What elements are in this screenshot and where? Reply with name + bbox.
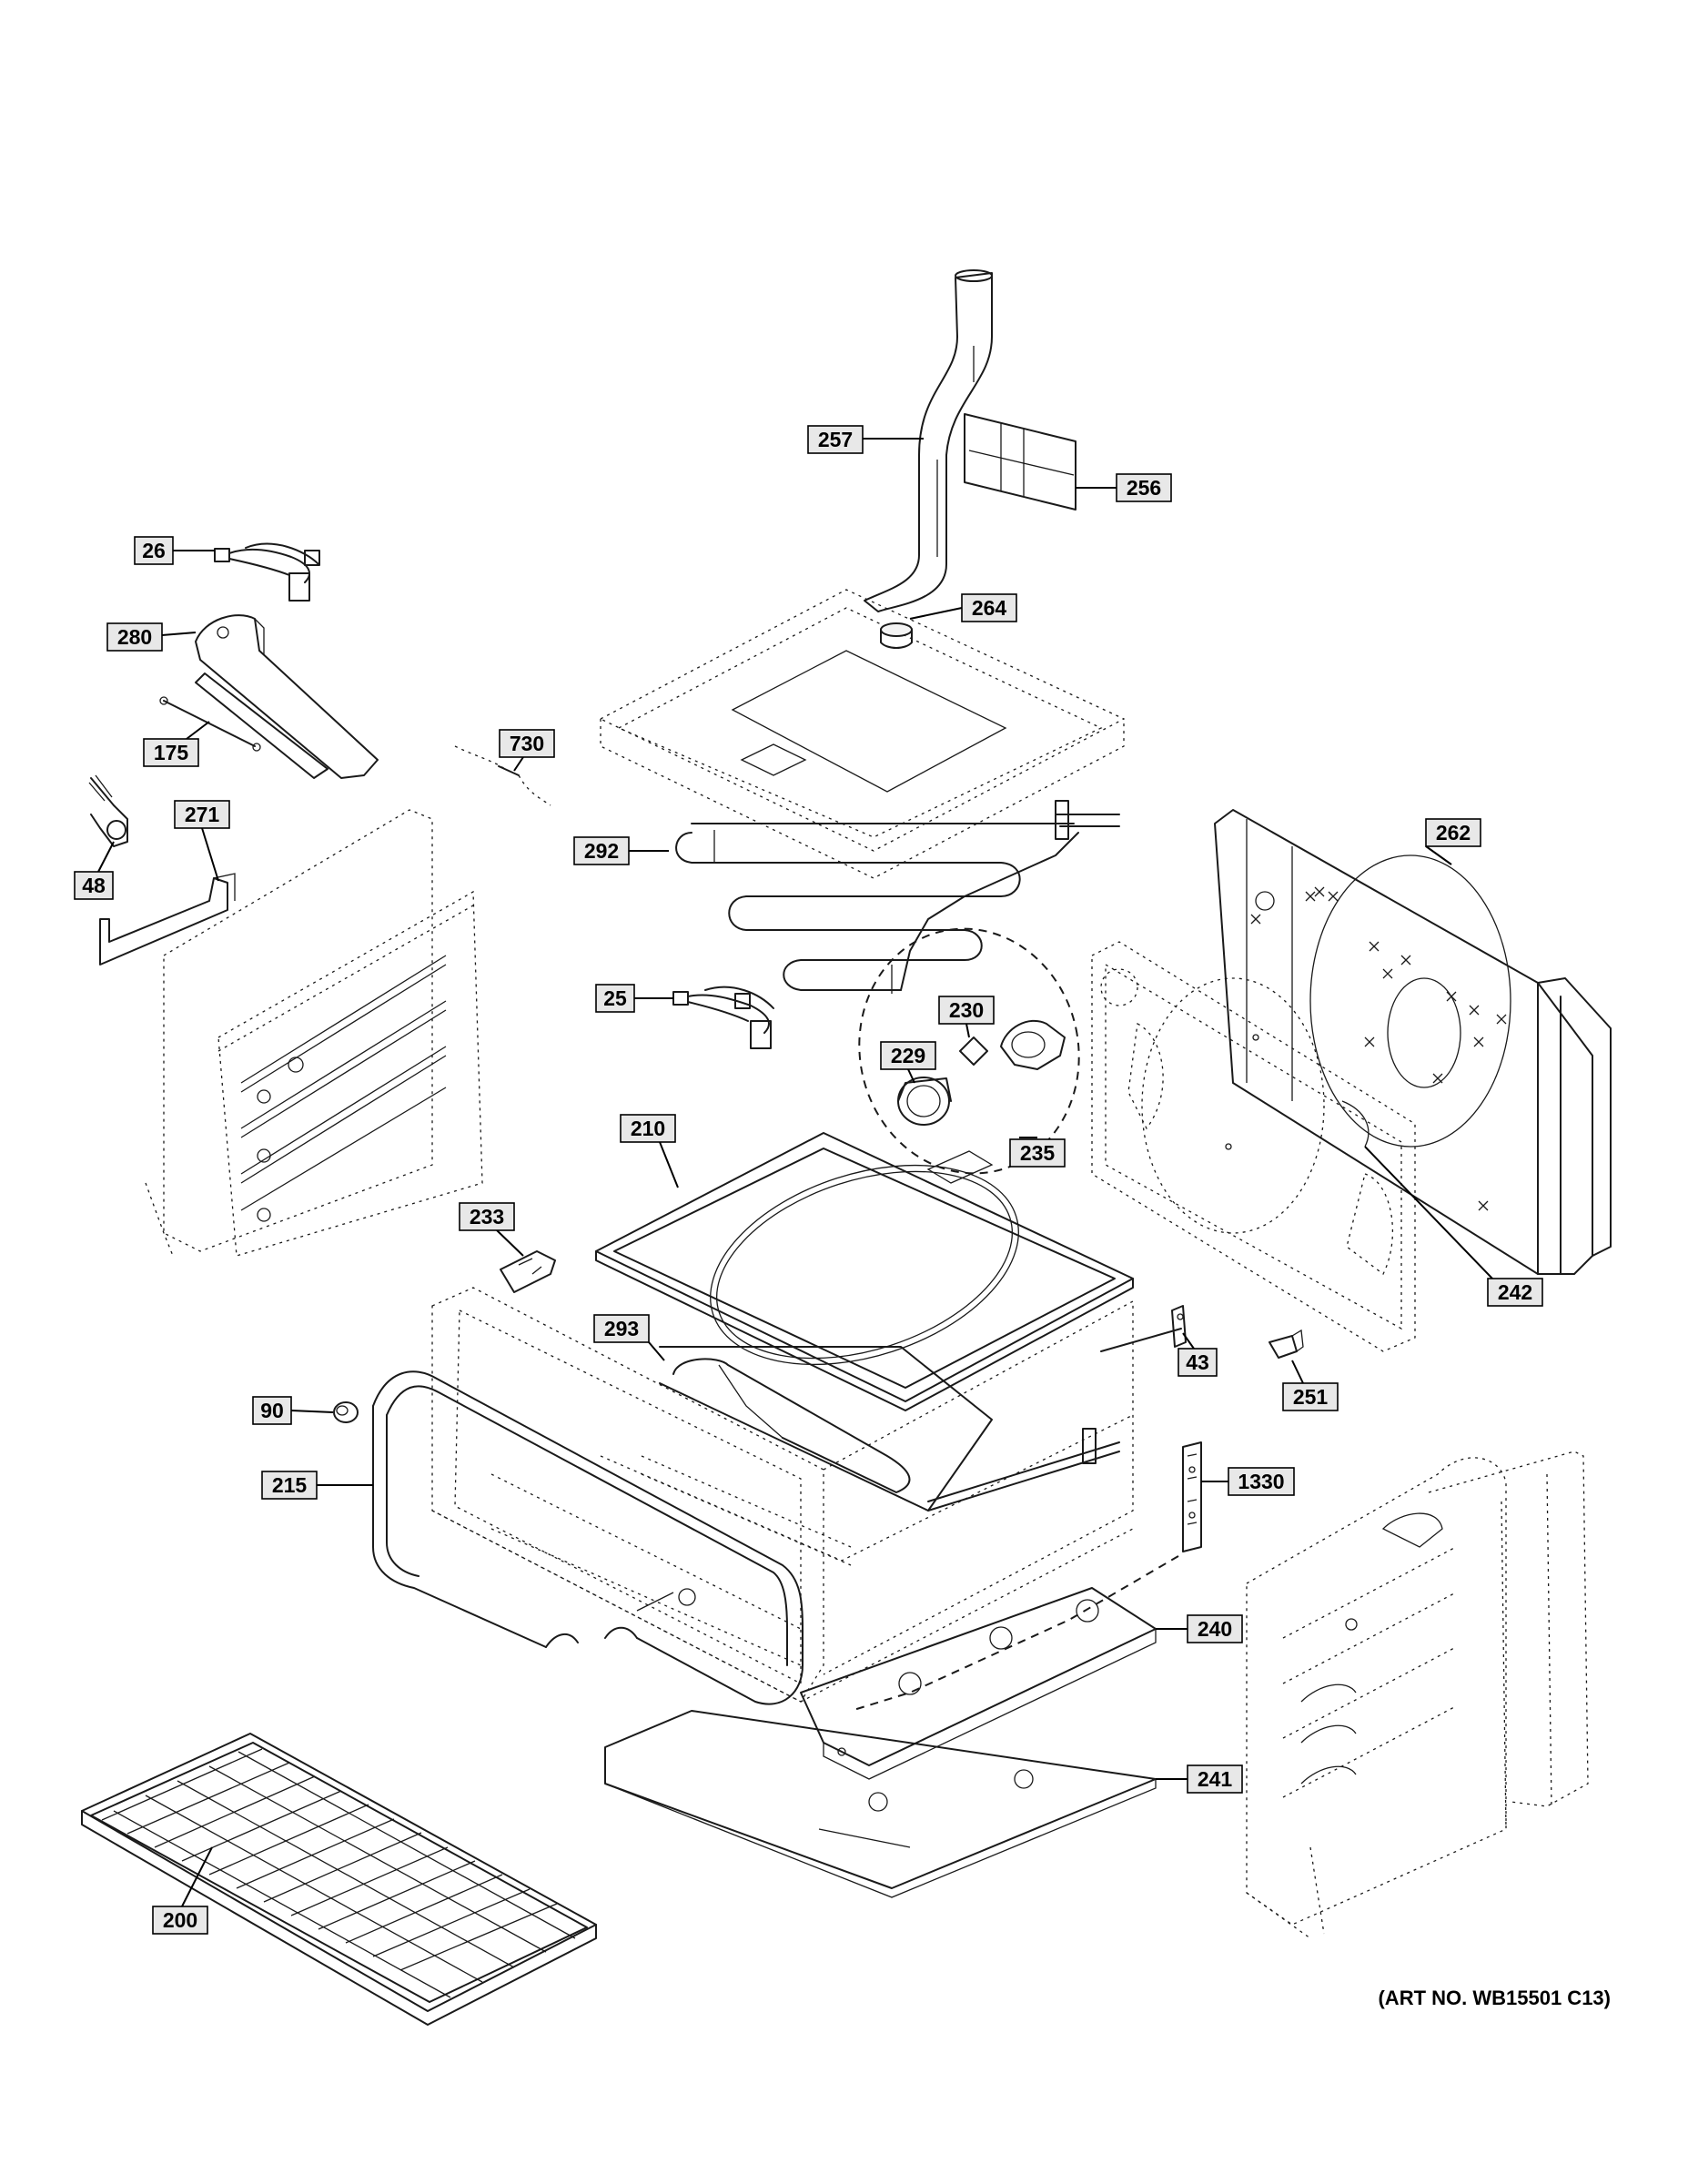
convection-fan-assembly <box>858 927 1080 1175</box>
callout-280-label: 280 <box>117 625 152 649</box>
callout-229-label: 229 <box>891 1044 925 1067</box>
callout-25-label: 25 <box>603 986 627 1010</box>
callout-280: 280 <box>106 622 163 652</box>
callout-257-label: 257 <box>818 428 853 451</box>
hinge-bracket <box>850 1441 1202 1712</box>
callout-240: 240 <box>1187 1614 1243 1643</box>
callout-293: 293 <box>593 1314 650 1343</box>
callout-230: 230 <box>938 996 995 1025</box>
callout-256: 256 <box>1116 473 1172 502</box>
art-number: (ART NO. WB15501 C13) <box>1378 1987 1611 2009</box>
oven-rack <box>81 1733 597 2026</box>
callout-200: 200 <box>152 1906 208 1935</box>
insulation-blanket <box>1214 809 1612 1275</box>
leader-lines <box>97 438 1493 1907</box>
callout-235: 235 <box>1009 1138 1066 1168</box>
callout-1330: 1330 <box>1228 1467 1295 1496</box>
callout-262-label: 262 <box>1436 821 1471 844</box>
callout-48: 48 <box>74 871 114 900</box>
callout-175-label: 175 <box>154 741 189 764</box>
probe-wire <box>454 745 551 806</box>
callout-43: 43 <box>1178 1348 1218 1377</box>
mounting-bracket <box>195 614 379 779</box>
callout-1330-label: 1330 <box>1238 1470 1284 1493</box>
callout-210: 210 <box>620 1114 676 1143</box>
foot-bumper <box>333 1401 359 1423</box>
callout-240-label: 240 <box>1198 1617 1232 1641</box>
terminal-block <box>88 774 128 847</box>
label-plate <box>964 413 1076 511</box>
callout-293-label: 293 <box>604 1317 639 1340</box>
callout-90-label: 90 <box>260 1399 284 1422</box>
wire-harness-upper <box>214 542 320 602</box>
callout-230-label: 230 <box>949 998 984 1022</box>
callout-215: 215 <box>261 1471 318 1500</box>
door-switch <box>500 1250 556 1293</box>
callout-271: 271 <box>174 800 230 829</box>
callout-241: 241 <box>1187 1764 1243 1794</box>
callout-175: 175 <box>143 738 199 767</box>
callout-251-label: 251 <box>1293 1385 1329 1409</box>
wire-harness-middle <box>672 986 774 1049</box>
callout-26: 26 <box>134 536 174 565</box>
bake-element <box>659 1346 1120 1512</box>
callout-233-label: 233 <box>470 1205 504 1228</box>
oven-top-panel <box>599 589 1126 879</box>
callout-241-label: 241 <box>1198 1767 1233 1791</box>
rear-panel <box>1091 941 1416 1352</box>
callout-264: 264 <box>961 593 1017 622</box>
callout-200-label: 200 <box>163 1908 197 1932</box>
vent-duct <box>864 269 993 612</box>
callout-210-label: 210 <box>631 1117 665 1140</box>
callout-262: 262 <box>1425 818 1481 847</box>
callout-labels: 257 256 26 264 280 175 730 48 <box>74 425 1543 1935</box>
temp-sensor <box>1100 1305 1187 1352</box>
callout-215-label: 215 <box>272 1473 308 1497</box>
oven-bottom-panel <box>595 1132 1134 1411</box>
callout-292-label: 292 <box>584 839 619 863</box>
callout-48-label: 48 <box>82 874 106 897</box>
callout-257: 257 <box>807 425 864 454</box>
left-side-panel <box>145 809 483 1257</box>
callout-730-label: 730 <box>510 732 544 755</box>
callout-256-label: 256 <box>1127 476 1161 500</box>
rod <box>159 696 261 752</box>
callout-26-label: 26 <box>142 539 166 562</box>
clip <box>1269 1329 1304 1359</box>
oven-bottom-cover <box>800 1587 1157 1780</box>
callout-229: 229 <box>880 1041 936 1070</box>
callout-25: 25 <box>595 984 635 1013</box>
door-gasket <box>372 1370 804 1705</box>
callout-242: 242 <box>1487 1278 1543 1307</box>
oven-cavity-liner <box>431 1287 1134 1703</box>
callout-235-label: 235 <box>1020 1141 1056 1165</box>
callout-730: 730 <box>499 729 555 758</box>
right-side-panel <box>1246 1451 1589 1939</box>
broil-element <box>675 800 1120 994</box>
callout-264-label: 264 <box>972 596 1007 620</box>
callout-242-label: 242 <box>1498 1280 1532 1304</box>
callout-90: 90 <box>252 1396 292 1425</box>
callout-251: 251 <box>1282 1382 1339 1411</box>
oven-base-pan <box>604 1710 1157 1898</box>
callout-233: 233 <box>459 1202 515 1231</box>
callout-292: 292 <box>573 836 630 865</box>
callout-271-label: 271 <box>185 803 220 826</box>
side-bracket <box>99 873 236 966</box>
callout-43-label: 43 <box>1186 1350 1209 1374</box>
